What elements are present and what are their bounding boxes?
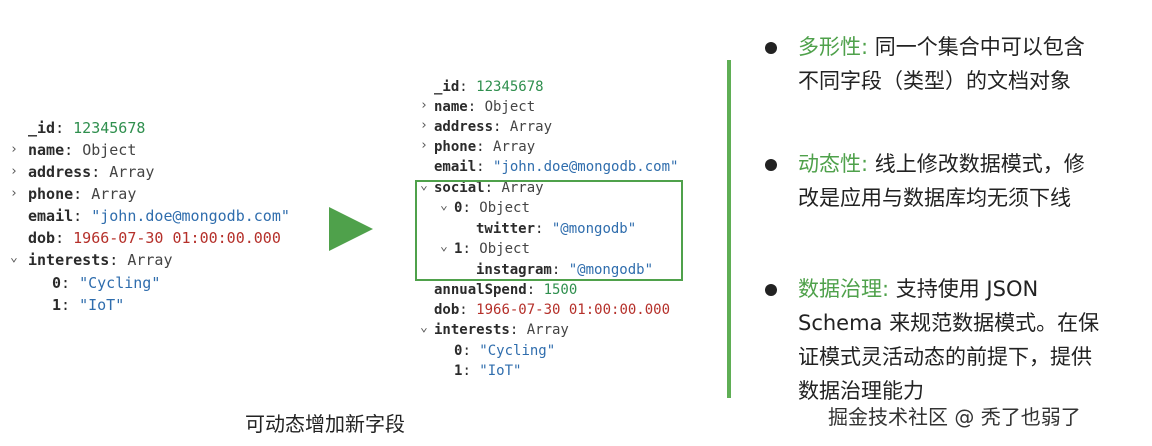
bullet-icon [765,42,777,54]
chevron-right-icon[interactable]: › [420,118,428,133]
bullet-icon [765,284,777,296]
field-annual-spend: annualSpend: 1500 [434,282,578,298]
field-value: 12345678 [73,119,146,137]
point-governance: 数据治理: 支持使用 JSON Schema 来规范数据模式。在保 证模式灵活动… [798,277,1100,403]
chevron-right-icon[interactable]: › [10,142,18,157]
chevron-down-icon[interactable]: ⌄ [420,320,428,335]
field-name[interactable]: name: Object [28,141,137,159]
chevron-down-icon[interactable]: ⌄ [440,239,448,254]
field-email: email: "john.doe@mongodb.com" [28,207,290,225]
point-polymorphism: 多形性: 同一个集合中可以包含 不同字段（类型）的文档对象 [798,35,1085,93]
field-id: _id: 12345678 [28,119,146,137]
chevron-right-icon[interactable]: › [10,186,18,201]
chevron-right-icon[interactable]: › [10,164,18,179]
field-twitter: twitter: "@mongodb" [476,221,637,237]
field-id: _id: 12345678 [434,79,544,95]
bullet-icon [765,159,777,171]
arrow-right-icon [329,207,373,251]
field-email: email: "john.doe@mongodb.com" [434,159,679,175]
list-item: 1: "IoT" [454,363,522,379]
field-key: _id [28,119,56,137]
divider [727,60,731,398]
point-dynamic: 动态性: 线上修改数据模式，修 改是应用与数据库均无须下线 [798,152,1085,210]
chevron-right-icon[interactable]: › [420,138,428,153]
field-social[interactable]: social: Array [434,180,544,196]
field-address[interactable]: address: Array [28,163,155,181]
field-phone[interactable]: phone: Array [28,185,137,203]
chevron-down-icon[interactable]: ⌄ [10,250,18,265]
social-item-0[interactable]: 0: Object [454,200,530,216]
list-item: 0: "Cycling" [454,343,556,359]
list-item: 0: "Cycling" [52,274,161,292]
field-dob: dob: 1966-07-30 01:00:00.000 [28,229,281,247]
field-instagram: instagram: "@mongodb" [476,262,654,278]
chevron-down-icon[interactable]: ⌄ [440,198,448,213]
field-phone[interactable]: phone: Array [434,139,536,155]
new-field-highlight [415,180,683,281]
field-address[interactable]: address: Array [434,119,553,135]
field-name[interactable]: name: Object [434,99,536,115]
field-dob: dob: 1966-07-30 01:00:00.000 [434,302,671,318]
field-interests[interactable]: interests: Array [28,251,173,269]
chevron-down-icon[interactable]: ⌄ [420,178,428,193]
chevron-right-icon[interactable]: › [420,98,428,113]
list-item: 1: "IoT" [52,296,125,314]
watermark: 掘金技术社区 @ 秃了也弱了 [828,405,1081,429]
social-item-1[interactable]: 1: Object [454,241,530,257]
caption: 可动态增加新字段 [245,412,405,436]
field-interests[interactable]: interests: Array [434,322,569,338]
